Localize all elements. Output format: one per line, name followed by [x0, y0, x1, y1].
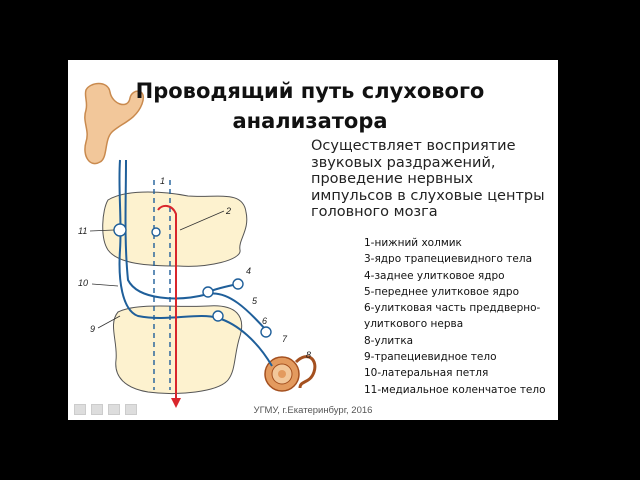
slide-nav-controls — [74, 404, 137, 415]
cochlea-icon — [264, 355, 317, 392]
pen-tool-button[interactable] — [91, 404, 103, 415]
legend-item: 10-латеральная петля — [364, 367, 489, 380]
slide-description: Осуществляет восприятие звуковых раздраж… — [311, 138, 545, 220]
arrow-down-icon — [171, 398, 181, 408]
slide-title: Проводящий путь слухового анализатора — [135, 79, 485, 133]
diagram-label-11: 11 — [78, 226, 87, 236]
legend-item: 11-медиальное коленчатое тело — [364, 383, 546, 396]
descending-pathway-line — [157, 204, 177, 400]
diagram-label-8: 8 — [306, 350, 311, 360]
legend-item: 5-переднее улитковое ядро — [364, 285, 520, 298]
legend-item: 4-заднее улитковое ядро — [364, 269, 505, 282]
diagram-label-10: 10 — [78, 278, 88, 288]
diagram-label-7: 7 — [282, 334, 288, 344]
legend-item: 9-трапециевидное тело — [364, 351, 497, 364]
diagram-label-2: 2 — [225, 206, 231, 216]
next-slide-button[interactable] — [125, 404, 137, 415]
legend-item: 8-улитка — [364, 334, 414, 347]
diagram-label-4: 4 — [246, 266, 251, 276]
diagram-label-9: 9 — [90, 324, 95, 334]
auditory-pathway-diagram: 1 2 4 5 6 7 8 9 10 11 — [78, 82, 317, 408]
diagram-label-6: 6 — [262, 316, 267, 326]
midbrain-section — [102, 191, 248, 267]
prev-slide-button[interactable] — [74, 404, 86, 415]
legend-item: улиткового нерва — [364, 318, 464, 331]
diagram-label-5: 5 — [252, 296, 258, 306]
nuclei-markers — [113, 223, 272, 338]
slide-menu-button[interactable] — [108, 404, 120, 415]
ascending-pathway-lines — [118, 159, 273, 390]
cortex-shape — [84, 82, 145, 165]
legend-item: 1-нижний холмик — [364, 237, 462, 249]
presentation-slide: 1 2 4 5 6 7 8 9 10 11 Проводящий путь сл… — [68, 60, 558, 420]
legend-item: 3-ядро трапециевидного тела — [364, 253, 533, 266]
legend-list: 1-нижний холмик 3-ядро трапециевидного т… — [364, 235, 554, 398]
medulla-section — [113, 305, 243, 394]
label-leader-lines — [89, 210, 225, 329]
legend-item: 6-улитковая часть преддверно- — [364, 302, 541, 315]
diagram-label-1: 1 — [160, 176, 165, 186]
slide-footer: УГМУ, г.Екатеринбург, 2016 — [253, 405, 373, 416]
